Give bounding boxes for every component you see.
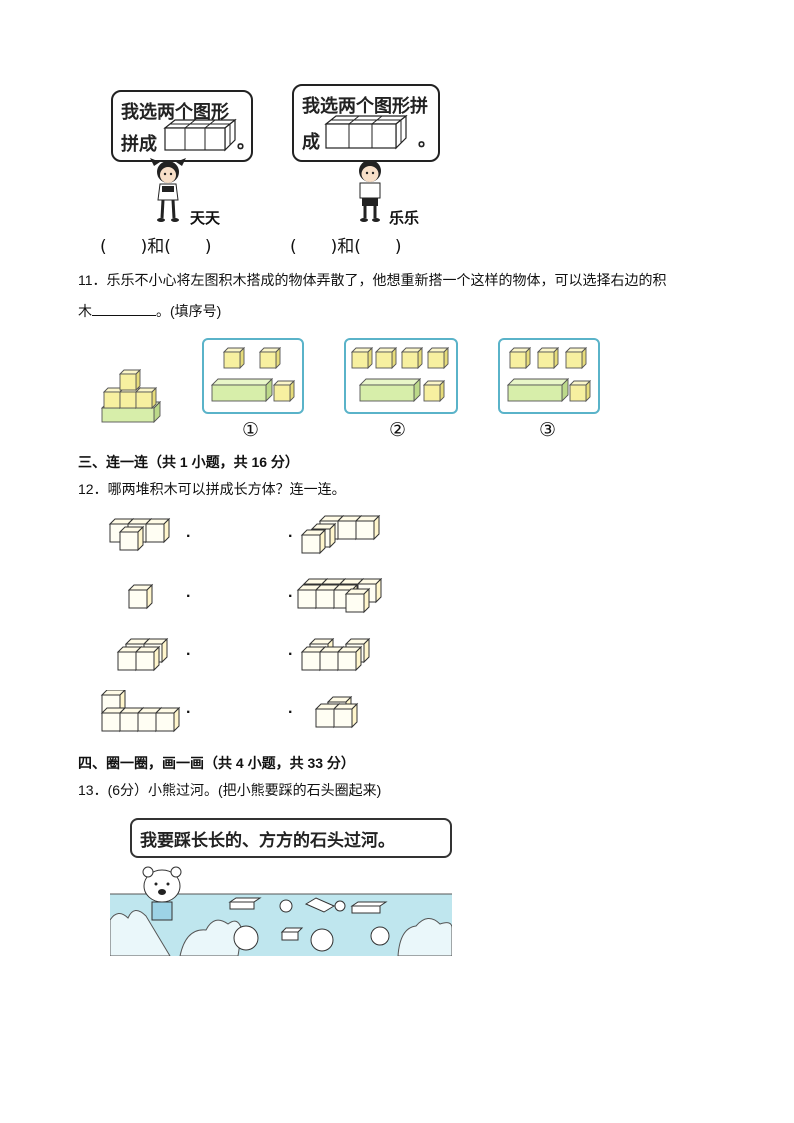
question-11-line2: 木 。(填序号) [78,301,221,321]
question-11-line1: 11．乐乐不小心将左图积木搭成的物体弄散了，他想重新搭一个这样的物体，可以选择右… [78,272,667,288]
option-3-blocks [506,347,591,403]
cuboid-3x2-figure [163,118,237,152]
match-dot-left-4[interactable]: · [186,704,192,721]
question-12: 12．哪两堆积木可以拼成长方体？连一连。 [78,481,346,497]
question-13: 13．(6分）小熊过河。(把小熊要踩的石头圈起来) [78,782,382,798]
question-11-prefix: 木 [78,303,92,319]
option-box-1[interactable] [202,338,304,414]
match-dot-right-2[interactable]: · [288,588,294,605]
answer-blank[interactable] [92,303,156,316]
stacked-blocks-object [100,369,162,424]
left-piece-3 [117,638,168,671]
cuboid-3x2-figure [324,114,408,150]
speech-bubble-lele: 我选两个图形拼 成 。 [292,84,440,162]
match-dot-right-4[interactable]: · [288,704,294,721]
right-piece-2 [297,578,382,613]
option-box-2[interactable] [344,338,458,414]
name-lele: 乐乐 [389,209,420,227]
bubble-line2-prefix: 成 [302,132,320,153]
right-piece-1 [301,515,380,554]
bubble-line2-prefix: 拼成 [121,134,157,155]
option-label-3: ③ [539,419,557,441]
match-dot-right-1[interactable]: · [288,528,294,545]
river-illustration [110,866,452,956]
left-piece-1 [109,518,170,551]
question-11-suffix: 。(填序号) [156,303,222,319]
option-label-2: ② [389,419,407,441]
bubble-line2-suffix: 。 [418,130,436,151]
bear-speech-text: 我要踩长长的、方方的石头过河。 [140,831,395,851]
speech-bubble-bear: 我要踩长长的、方方的石头过河。 [130,818,452,858]
section-3-heading: 三、连一连（共 1 小题，共 16 分） [78,454,299,470]
name-tiantian: 天天 [190,209,221,227]
option-label-1: ① [242,419,260,441]
right-piece-3 [301,638,370,671]
match-dot-right-3[interactable]: · [288,646,294,663]
answer-blanks-left[interactable]: ( )和( ) [100,237,212,257]
match-dot-left-3[interactable]: · [186,646,192,663]
section-4-heading: 四、圈一圈，画一画（共 4 小题，共 33 分） [78,755,355,771]
bubble-line2-suffix: 。 [237,132,255,153]
bubble-line1: 我选两个图形拼 [302,96,428,117]
match-dot-left-1[interactable]: · [186,528,192,545]
match-dot-left-2[interactable]: · [186,588,192,605]
left-piece-4 [101,690,180,732]
answer-blanks-right[interactable]: ( )和( ) [290,237,402,257]
option-1-blocks [210,347,295,403]
option-2-blocks [351,347,449,403]
left-piece-2 [128,584,153,609]
river-scene: 我要踩长长的、方方的石头过河。 [110,818,452,956]
right-piece-4 [315,696,358,728]
option-box-3[interactable] [498,338,600,414]
bubble-line1: 我选两个图形 [121,102,229,123]
boy-lele-illustration [359,160,381,222]
girl-tiantian-illustration [150,158,186,222]
speech-bubble-tiantian: 我选两个图形 拼成 。 [111,90,255,162]
